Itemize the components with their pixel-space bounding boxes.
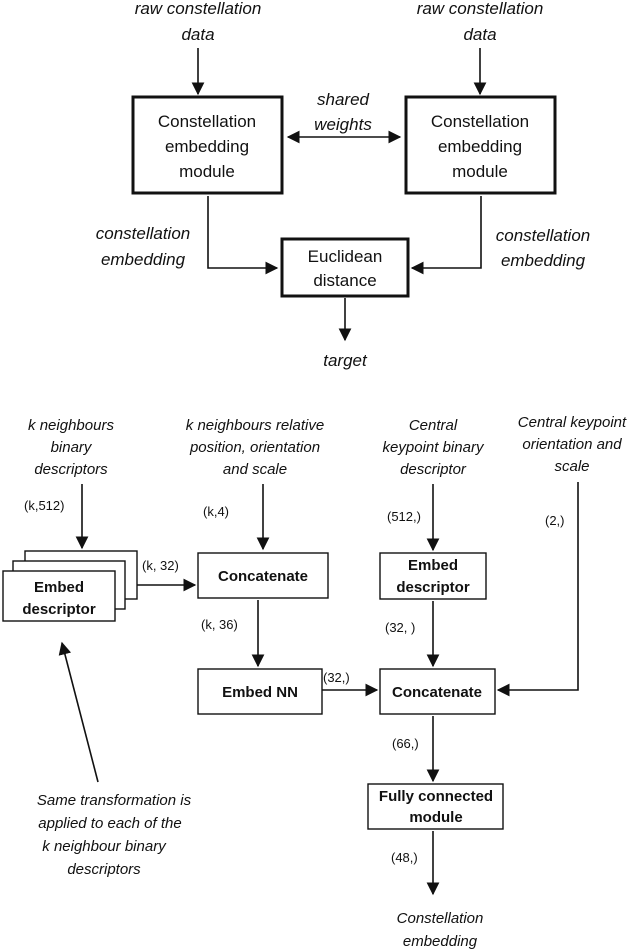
input-left-line1: raw constellation [135,0,262,18]
shape-2: (2,) [545,513,565,528]
shape-k512: (k,512) [24,498,64,513]
module-left-line3: module [179,162,235,181]
shape-48: (48,) [391,850,418,865]
euclidean-distance-box [280,237,410,298]
in4-line3: scale [554,458,589,475]
embed-nn-label: Embed NN [222,684,298,701]
shape-k32: (k, 32) [142,558,179,573]
note-line1: Same transformation is [37,792,192,809]
module-right-line1: Constellation [431,112,529,131]
top-section: raw constellation data raw constellation… [96,0,591,370]
in2-line3: and scale [223,461,287,478]
concatenate-box-2 [379,668,496,715]
in4-line1: Central keypoint [518,414,627,431]
fc-line1: Fully connected [379,788,493,805]
module-right-line2: embedding [438,137,522,156]
module-right-line3: module [452,162,508,181]
in3-line3: descriptor [400,461,467,478]
emb-left-line1: constellation [96,224,191,243]
input-right-line2: data [463,25,496,44]
in1-line1: k neighbours [28,417,114,434]
module-left-line2: embedding [165,137,249,156]
shape-32b: (32, ) [385,620,415,635]
constellation-module-right [404,95,557,195]
emb-right-line2: embedding [501,251,586,270]
euclid-line2: distance [313,271,376,290]
in3-line2: keypoint binary [383,439,485,456]
constellation-module-left [131,95,284,195]
arrow-emb-right [410,196,482,275]
in4-line2: orientation and [522,436,622,453]
embed-nn-box [197,668,323,715]
note-line4: descriptors [67,861,141,878]
shape-512: (512,) [387,509,421,524]
concat2-label: Concatenate [392,684,482,701]
emb-right-line1: constellation [496,226,591,245]
embed-desc-stack-line2: descriptor [22,601,96,618]
euclid-line1: Euclidean [308,247,383,266]
fc-line2: module [409,809,462,826]
shape-32a: (32,) [323,670,350,685]
in1-line3: descriptors [34,461,108,478]
embed-desc-line2: descriptor [396,579,470,596]
in1-line2: binary [51,439,93,456]
output-line1: Constellation [397,910,484,927]
arrow-emb-left [207,196,279,275]
concatenate-box-1 [197,552,329,599]
note-line2: applied to each of the [38,815,181,832]
bottom-section: k neighbours binary descriptors k neighb… [2,414,627,950]
concat1-label: Concatenate [218,568,308,585]
embed-descriptor-box [379,552,487,600]
shape-k36: (k, 36) [201,617,238,632]
in2-line1: k neighbours relative [186,417,324,434]
shape-66: (66,) [392,736,419,751]
fully-connected-box [367,783,504,830]
emb-left-line2: embedding [101,250,186,269]
embed-desc-line1: Embed [408,557,458,574]
arrow-in4-to-concat [496,482,579,697]
target-label: target [323,351,368,370]
in2-line2: position, orientation [189,439,320,456]
module-left-line1: Constellation [158,112,256,131]
input-left-line2: data [181,25,214,44]
note-line3: k neighbour binary [42,838,167,855]
embed-descriptor-stack-front [2,570,116,622]
embed-desc-stack-line1: Embed [34,579,84,596]
shape-k4: (k,4) [203,504,229,519]
output-line2: embedding [403,933,478,950]
note-arrow [58,641,99,783]
shared-weights-line1: shared [317,90,370,109]
input-right-line1: raw constellation [417,0,544,18]
in3-line1: Central [409,417,458,434]
shared-weights-line2: weights [314,115,372,134]
